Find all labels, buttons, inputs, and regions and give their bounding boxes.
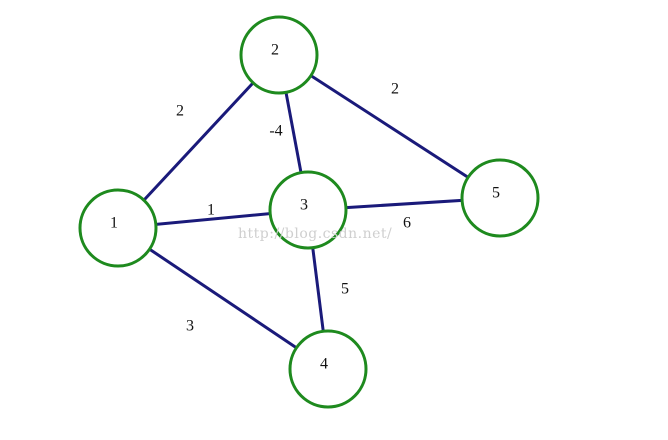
nodes-layer: 1 2 3 4 5 <box>78 15 540 409</box>
node-2: 2 <box>239 15 319 95</box>
node-1: 1 <box>78 188 158 268</box>
node-circle-1 <box>78 188 158 268</box>
node-label-3: 3 <box>300 197 308 214</box>
edge-1-4 <box>116 226 330 371</box>
edge-weight-3-4: 5 <box>341 281 349 298</box>
edge-2-5 <box>277 53 502 200</box>
node-circle-5 <box>460 158 540 238</box>
node-label-2: 2 <box>271 42 279 59</box>
node-circle-3 <box>268 170 348 250</box>
node-4: 4 <box>288 329 368 409</box>
node-3: 3 <box>268 170 348 250</box>
node-circle-2 <box>239 15 319 95</box>
node-circle-4 <box>288 329 368 409</box>
watermark-text: http://blog.csdn.net/ <box>238 226 392 242</box>
edge-weight-2-5: 2 <box>391 81 399 98</box>
node-label-5: 5 <box>492 185 500 202</box>
node-5: 5 <box>460 158 540 238</box>
edge-weight-1-2: 2 <box>176 103 184 120</box>
edge-weight-1-4: 3 <box>186 318 194 335</box>
edge-labels-layer: 2 2 -4 1 6 5 3 <box>176 81 411 335</box>
edge-weight-1-3: 1 <box>207 202 215 219</box>
edge-weight-3-5: 6 <box>403 215 411 232</box>
node-label-1: 1 <box>110 215 118 232</box>
node-label-4: 4 <box>320 356 328 373</box>
edge-weight-2-3: -4 <box>269 123 282 140</box>
